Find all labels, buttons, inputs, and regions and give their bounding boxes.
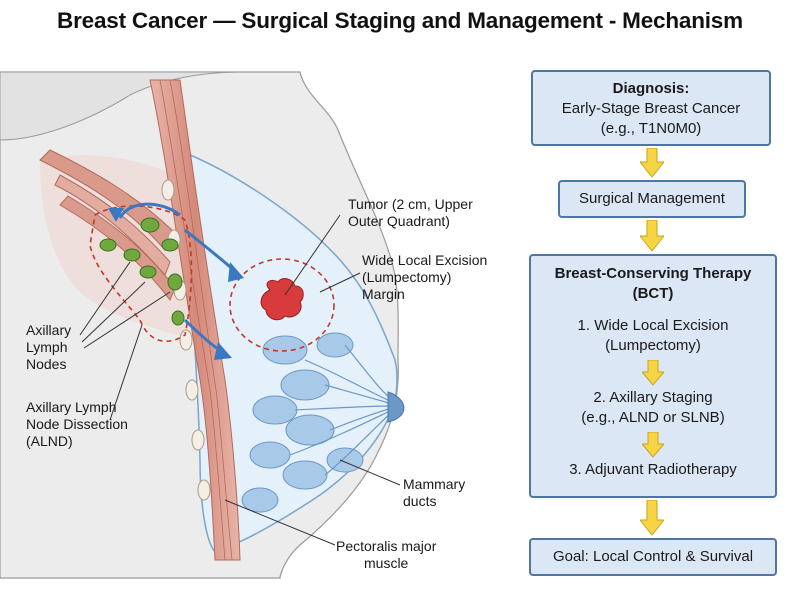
- label-wle-margin: Wide Local Excision (Lumpectomy) Margin: [362, 252, 488, 302]
- page-title: Breast Cancer — Surgical Staging and Man…: [57, 8, 743, 33]
- mammary-lobules: [241, 332, 364, 513]
- arm-muscle: [39, 149, 176, 301]
- box-goal: Goal: Local Control & Survival: [529, 538, 777, 576]
- neck-skin: [0, 71, 241, 141]
- arrow-down-icon: [640, 148, 664, 178]
- label-alnd: Axillary Lymph Node Dissection (ALND): [26, 399, 128, 449]
- arrow-down-icon: [642, 432, 664, 458]
- box-diagnosis: Diagnosis: Early-Stage Breast Cancer (e.…: [531, 70, 771, 146]
- label-tumor: Tumor (2 cm, Upper Outer Quadrant): [348, 196, 473, 229]
- breast-anatomy-illustration: [0, 71, 405, 579]
- box-bct: Breast-Conserving Therapy (BCT) 1. Wide …: [529, 254, 777, 498]
- leader-lines: [79, 214, 401, 546]
- tumor: [260, 278, 304, 321]
- pectoralis-major-muscle: [149, 79, 241, 561]
- label-axillary-lymph-nodes: Axillary Lymph Nodes: [26, 322, 72, 372]
- lumpectomy-margin: [229, 258, 335, 352]
- axillary-fat: [40, 155, 195, 340]
- alnd-dissection-outline: [89, 205, 193, 342]
- label-pectoralis-major: Pectoralis major muscle: [336, 538, 437, 571]
- arrow-down-icon: [640, 220, 664, 252]
- arrow-down-icon: [640, 500, 664, 536]
- nipple: [387, 391, 405, 423]
- label-mammary-ducts: Mammary ducts: [403, 476, 466, 509]
- box-surgical-management: Surgical Management: [558, 180, 746, 218]
- arrow-down-icon: [642, 360, 664, 386]
- axillary-lymph-nodes: [99, 217, 185, 326]
